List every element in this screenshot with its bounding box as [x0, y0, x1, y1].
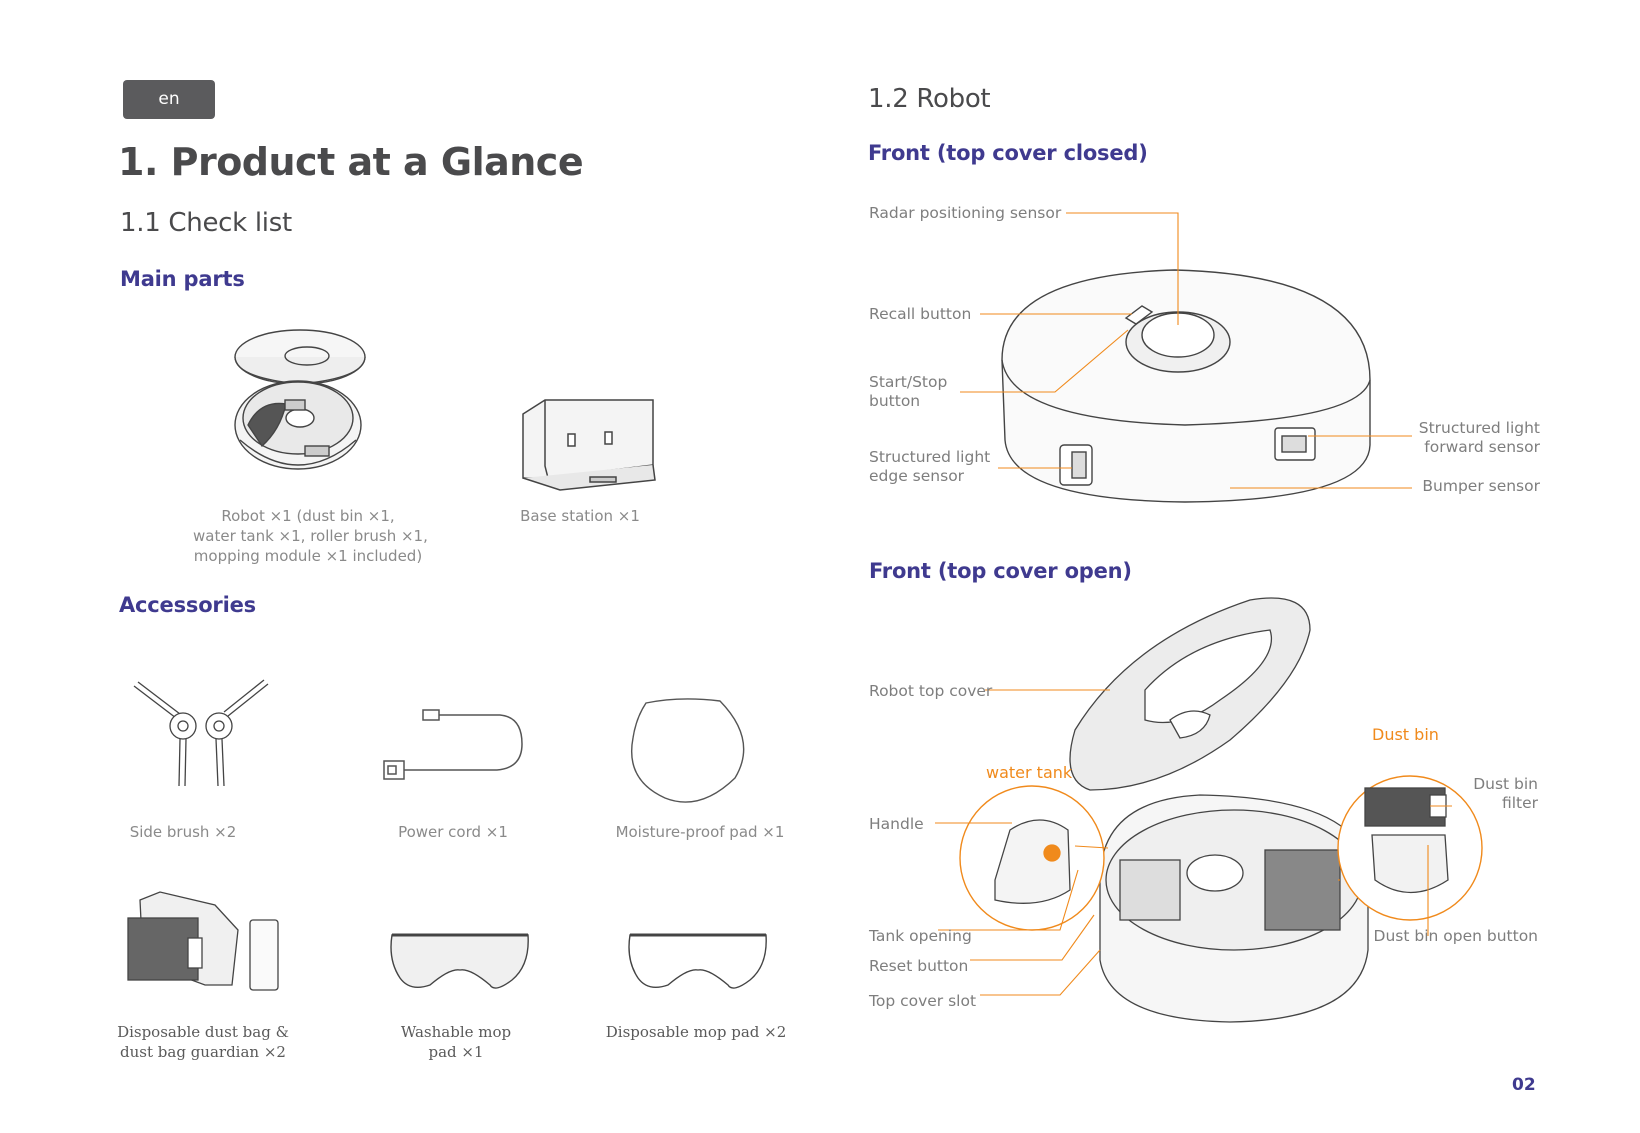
side-brush-caption: Side brush ×2 [129, 823, 237, 841]
label-tank-opening: Tank opening [869, 927, 972, 945]
section-title-checklist: 1.1 Check list [120, 208, 292, 238]
label-dust-bin-filter-line1: Dust bin [1473, 775, 1538, 793]
leader-lines-closed [960, 212, 1412, 489]
moisture-proof-pad-image [631, 698, 745, 803]
heading-accessories: Accessories [119, 593, 256, 617]
label-robot-top-cover: Robot top cover [869, 682, 993, 700]
dust-bag-caption-line1: Disposable dust bag & [117, 1023, 289, 1041]
moisture-proof-pad-caption: Moisture-proof pad ×1 [615, 823, 785, 841]
dust-bag-image [127, 891, 279, 991]
robot-caption-line1: Robot ×1 (dust bin ×1, [221, 507, 395, 525]
label-top-cover-slot: Top cover slot [869, 992, 977, 1010]
heading-main-parts: Main parts [120, 267, 245, 291]
label-recall-button: Recall button [869, 305, 972, 323]
label-start-stop-line1: Start/Stop [869, 373, 948, 391]
label-dust-bin-open-button: Dust bin open button [1373, 927, 1538, 945]
washable-mop-pad-image [390, 933, 529, 989]
base-station-image [522, 399, 656, 491]
label-bumper-sensor: Bumper sensor [1422, 477, 1540, 495]
label-dust-bin-filter-line2: filter [1501, 794, 1538, 812]
label-dust-bin: Dust bin [1372, 725, 1439, 744]
heading-cover-open: Front (top cover open) [869, 559, 1132, 583]
heading-cover-closed: Front (top cover closed) [868, 141, 1148, 165]
washable-mop-caption-line1: Washable mop [400, 1023, 512, 1041]
washable-mop-caption-line2: pad ×1 [428, 1043, 484, 1061]
page-title: 1. Product at a Glance [118, 140, 584, 184]
label-water-tank: water tank [986, 763, 1073, 782]
label-edge-sensor-line1: Structured light [869, 448, 991, 466]
label-radar-sensor: Radar positioning sensor [869, 204, 1062, 222]
page-number: 02 [1512, 1075, 1536, 1095]
label-forward-sensor: Structured light forward sensor [1380, 419, 1540, 457]
power-cord-caption: Power cord ×1 [398, 823, 508, 841]
label-edge-sensor-line2: edge sensor [869, 467, 965, 485]
dust-bin-image [1364, 787, 1449, 894]
disposable-mop-caption: Disposable mop pad ×2 [605, 1023, 787, 1041]
label-start-stop-line2: button [869, 392, 921, 410]
robot-caption: Robot ×1 (dust bin ×1, water tank ×1, ro… [193, 506, 428, 566]
label-edge-sensor: Structured light edge sensor [869, 448, 990, 486]
leader-lines-open [935, 689, 1452, 996]
label-reset-button: Reset button [869, 957, 969, 975]
disposable-mop-pad-image [628, 933, 767, 989]
robot-caption-line2: water tank ×1, roller brush ×1, [193, 527, 428, 545]
top-cover-image [1069, 597, 1311, 791]
label-dust-bin-filter: Dust bin filter [1440, 775, 1538, 813]
dust-bag-caption: Disposable dust bag & dust bag guardian … [106, 1022, 300, 1062]
dust-bag-caption-line2: dust bag guardian ×2 [120, 1043, 286, 1061]
side-brush-image [133, 679, 269, 787]
label-handle: Handle [869, 815, 924, 833]
label-start-stop: Start/Stop button [869, 373, 947, 411]
base-station-caption: Base station ×1 [520, 507, 640, 525]
language-badge: en [123, 80, 215, 119]
section-title-robot: 1.2 Robot [868, 84, 991, 114]
power-cord-image [383, 709, 523, 780]
robot-closed-image [1001, 269, 1371, 503]
washable-mop-caption: Washable mop pad ×1 [376, 1022, 536, 1062]
robot-caption-line3: mopping module ×1 included) [193, 547, 423, 565]
robot-exploded-image [234, 329, 366, 470]
label-forward-sensor-line2: forward sensor [1424, 438, 1540, 456]
water-tank-image [994, 819, 1071, 904]
label-forward-sensor-line1: Structured light [1418, 419, 1540, 437]
robot-open-body-image [1099, 794, 1369, 1023]
